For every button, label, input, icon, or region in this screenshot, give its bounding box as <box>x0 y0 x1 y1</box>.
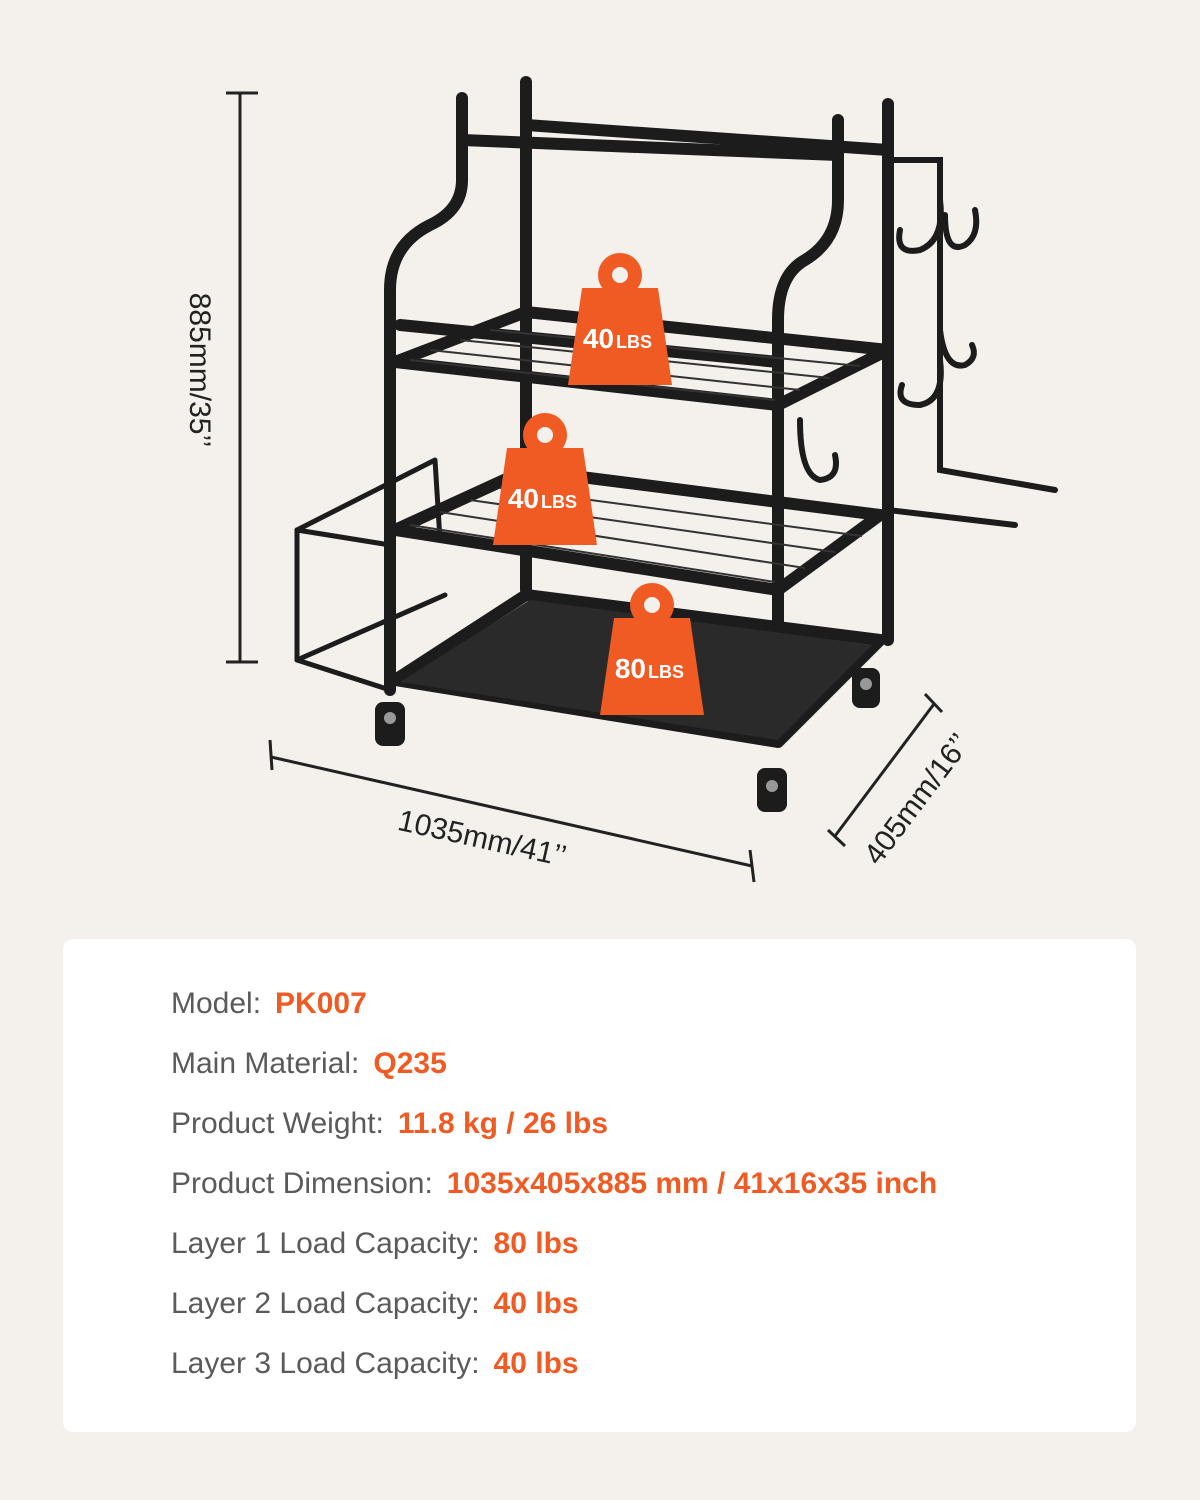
spec-row-material: Main Material: Q235 <box>171 1044 447 1084</box>
spec-label: Layer 3 Load Capacity: <box>171 1347 480 1380</box>
product-illustration: 885mm/35’’ 1035mm/41’’ 405mm/16’’ <box>183 76 1058 883</box>
width-dimension <box>268 739 756 883</box>
spec-label: Model: <box>171 987 262 1020</box>
spec-value: 40 lbs <box>493 1347 579 1380</box>
spec-label: Layer 1 Load Capacity: <box>171 1227 480 1260</box>
height-dimension <box>226 91 258 664</box>
spec-value: 80 lbs <box>493 1227 579 1260</box>
spec-row-model: Model: PK007 <box>171 984 367 1024</box>
spec-row-layer1: Layer 1 Load Capacity: 80 lbs <box>171 1224 579 1264</box>
load-tag-value: 40 <box>583 323 614 354</box>
spec-row-layer2: Layer 2 Load Capacity: 40 lbs <box>171 1284 579 1324</box>
rack-frame <box>294 76 894 748</box>
spec-label: Product Weight: <box>171 1107 384 1140</box>
spec-value: PK007 <box>275 987 367 1020</box>
spec-row-layer3: Layer 3 Load Capacity: 40 lbs <box>171 1344 579 1384</box>
height-label: 885mm/35’’ <box>183 293 216 448</box>
load-tag-unit: LBS <box>541 492 577 512</box>
specs-card: Model: PK007 Main Material: Q235 Product W… <box>63 939 1136 1432</box>
load-tag-unit: LBS <box>616 332 652 352</box>
spec-row-weight: Product Weight: 11.8 kg / 26 lbs <box>171 1104 608 1144</box>
depth-dimension <box>826 692 944 848</box>
load-tag-value: 40 <box>508 483 539 514</box>
weight-tag-icon: 40 LBS 40 LBS 80 LBS <box>493 253 704 715</box>
spec-label: Product Dimension: <box>171 1167 433 1200</box>
load-tag-unit: LBS <box>648 662 684 682</box>
spec-value: Q235 <box>373 1047 447 1080</box>
load-tag-value: 80 <box>615 653 646 684</box>
spec-value: 11.8 kg / 26 lbs <box>397 1107 609 1140</box>
spec-value: 1035x405x885 mm / 41x16x35 inch <box>446 1167 938 1200</box>
width-label: 1035mm/41’’ <box>395 804 569 873</box>
spec-label: Main Material: <box>171 1047 360 1080</box>
spec-row-dimension: Product Dimension: 1035x405x885 mm / 41x1… <box>171 1164 937 1204</box>
hook-icon <box>797 157 1058 528</box>
spec-label: Layer 2 Load Capacity: <box>171 1287 480 1320</box>
caster-wheel-icon <box>375 668 880 812</box>
depth-label: 405mm/16’’ <box>858 728 977 871</box>
spec-value: 40 lbs <box>493 1287 579 1320</box>
